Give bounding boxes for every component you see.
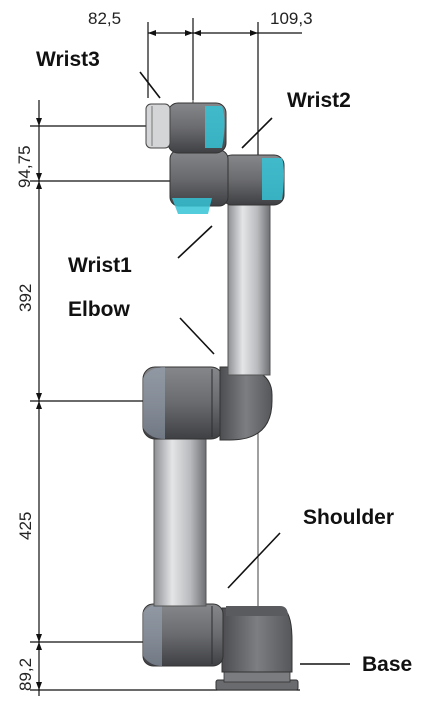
label-wrist2: Wrist2 bbox=[287, 89, 351, 112]
wrist2-accent bbox=[262, 158, 284, 200]
dim-forearm: 392 bbox=[16, 284, 35, 312]
forearm-tube bbox=[227, 204, 271, 376]
wrist1-accent bbox=[172, 198, 212, 214]
dim-top-right: 109,3 bbox=[270, 9, 313, 28]
elbow-bend bbox=[219, 366, 273, 441]
dim-upper-arm: 425 bbox=[16, 512, 35, 540]
upper-arm-tube bbox=[153, 437, 207, 607]
dim-top-left: 82,5 bbox=[88, 9, 121, 28]
label-base: Base bbox=[362, 653, 412, 676]
tool-flange bbox=[145, 103, 171, 149]
label-wrist3: Wrist3 bbox=[36, 48, 100, 71]
base-joint bbox=[221, 607, 293, 673]
label-wrist1: Wrist1 bbox=[68, 254, 132, 277]
label-shoulder: Shoulder bbox=[303, 506, 394, 529]
label-elbow: Elbow bbox=[68, 298, 130, 321]
wrist3-accent bbox=[205, 106, 225, 148]
robot-arm bbox=[142, 102, 299, 691]
pointer-lines bbox=[139, 71, 350, 665]
dimension-arrows bbox=[36, 30, 258, 690]
dim-base: 89,2 bbox=[16, 658, 35, 691]
dim-wrist: 94,75 bbox=[15, 145, 34, 188]
wrist1-joint bbox=[169, 149, 229, 207]
